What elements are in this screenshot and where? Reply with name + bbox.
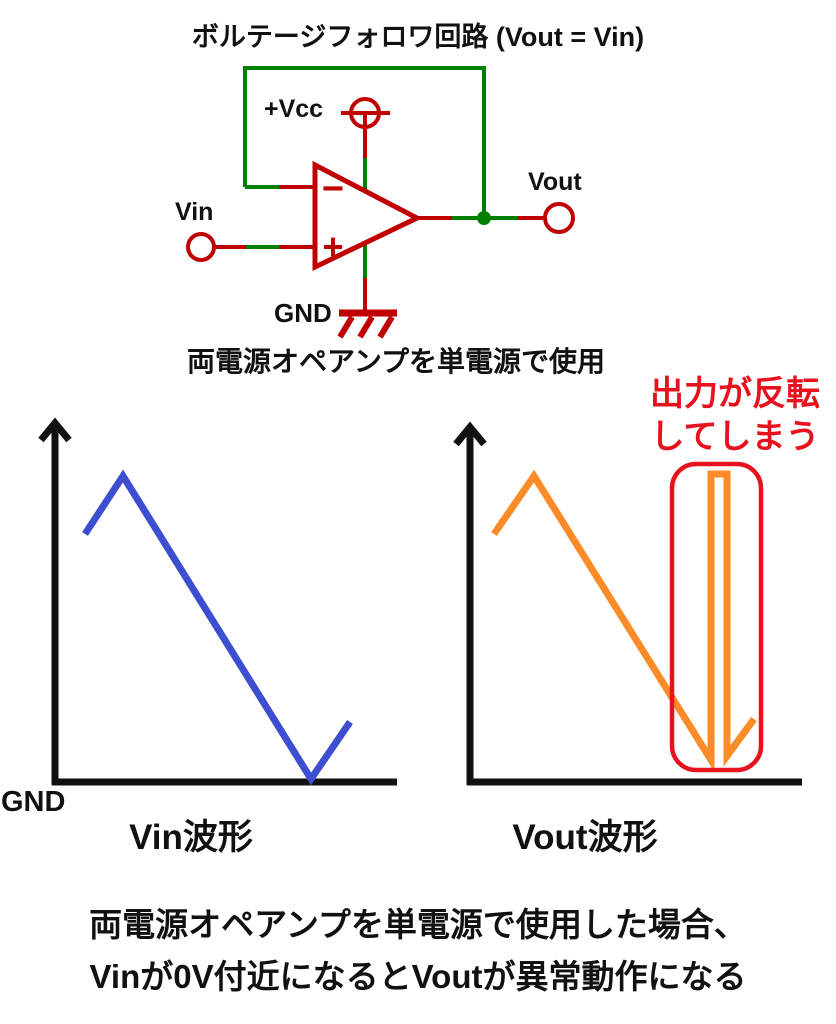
alert-highlight-box [669,461,764,773]
chart-axes [38,417,802,786]
alert-annotation-line2: してしまう [650,418,820,457]
vin-waveform-line [82,469,353,786]
footer-note-line2: Vinが0V付近になるとVoutが異常動作になる [89,958,747,996]
vout-label: Vout [528,168,582,196]
gnd-axis-label: GND [1,786,66,818]
alert-annotation-line1: 出力が反転 [650,375,820,413]
vout-chart-label: Vout波形 [512,818,658,857]
vcc-label: +Vcc [264,95,324,123]
opamp-plus-sign: + [322,226,343,267]
opamp-minus-sign: − [322,168,344,210]
footer-note: 両電源オペアンプを単電源で使用した場合、 Vinが0V付近になるとVoutが異常… [0,899,836,1003]
vin-label: Vin [175,198,214,226]
footer-note-line1: 両電源オペアンプを単電源で使用した場合、 [89,906,747,943]
ground-symbol-icon [337,278,397,339]
circuit-caption: 両電源オペアンプを単電源で使用 [186,346,606,377]
vout-y-axis-arrow [453,421,487,447]
alert-annotation: 出力が反転 してしまう [626,373,836,459]
red-circuit-parts [186,97,575,339]
vin-terminal [186,232,216,262]
vin-y-axis-arrow [38,417,72,443]
opamp-triangle [312,160,423,271]
page-title: ボルテージフォロワ回路 (Vout = Vin) [191,22,645,52]
vout-terminal [543,202,575,234]
vout-waveform-line [491,469,757,773]
vcc-power-symbol-icon [341,97,390,158]
green-wires [243,66,517,278]
gnd-label: GND [274,298,332,328]
feedback-wire [243,66,486,218]
junction-dot [477,211,491,225]
vin-chart-label: Vin波形 [129,818,253,857]
